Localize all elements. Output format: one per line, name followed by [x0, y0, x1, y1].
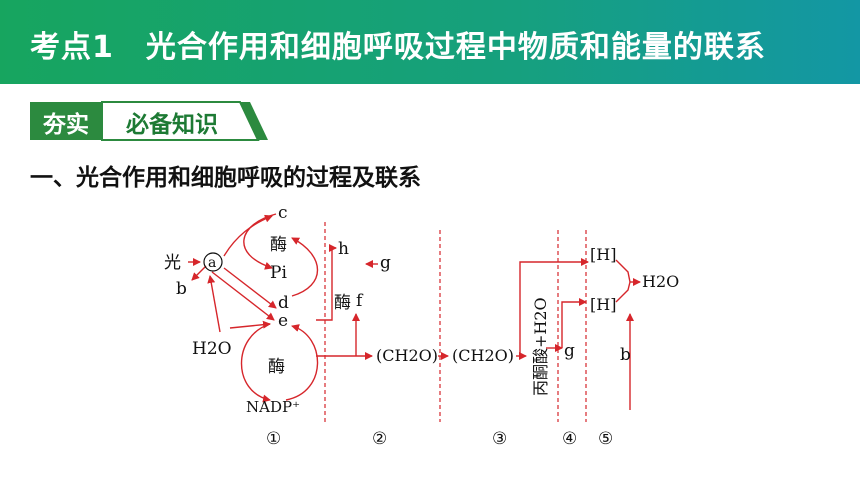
light-label: 光: [164, 253, 181, 273]
stage-2: ②: [372, 429, 387, 449]
arrow-pi-cycle-right: [291, 237, 318, 297]
label-b2: b: [620, 345, 631, 365]
h2o-left: H2O: [192, 339, 232, 359]
stage-3: ③: [492, 429, 507, 449]
h2o-out: H2O: [642, 272, 679, 291]
section-heading: 一、光合作用和细胞呼吸的过程及联系: [30, 165, 421, 191]
arrow-nadp-cycle-left: [240, 323, 271, 403]
label-a: a: [208, 255, 216, 271]
ch2o-2: (CH2O): [452, 346, 514, 365]
arrow-to-H1: [519, 258, 589, 356]
stage-5: ⑤: [598, 429, 613, 449]
arrow-a-to-c: [223, 214, 273, 257]
arrow-pi-cycle-left: [243, 213, 277, 270]
enzyme-3: 酶: [334, 293, 351, 313]
label-h: h: [338, 239, 349, 259]
arrow-nadp-cycle-right: [285, 324, 319, 401]
arrow-a-to-e: [211, 271, 275, 321]
section-badge: 夯实 必备知识: [30, 101, 268, 141]
label-b: b: [176, 279, 187, 299]
badge-right: 必备知识: [126, 111, 218, 138]
ch2o-1: (CH2O): [376, 346, 438, 365]
arrow-H1-join: [615, 259, 631, 283]
label-f: f: [356, 291, 364, 311]
title-main: 光合作用和细胞呼吸过程中物质和能量的联系: [145, 30, 766, 65]
badge-left: 夯实: [42, 111, 89, 138]
title-bar: 考点1 光合作用和细胞呼吸过程中物质和能量的联系: [0, 0, 860, 84]
stage-4: ④: [562, 429, 577, 449]
nadp-label: NADP⁺: [246, 398, 300, 416]
page-title: 考点1 光合作用和细胞呼吸过程中物质和能量的联系: [30, 22, 766, 66]
label-c: c: [278, 203, 288, 223]
stage-1: ①: [266, 429, 281, 449]
pyruvate-label: 丙酮酸+H2O: [531, 297, 550, 396]
H-label-1: [H]: [590, 245, 616, 264]
arrow-a-to-b: [191, 265, 207, 281]
title-prefix: 考点1: [30, 30, 114, 65]
label-d: d: [278, 293, 289, 313]
a-circle: [203, 252, 223, 272]
H-label-2: [H]: [590, 295, 616, 314]
arrow-a-to-d: [223, 267, 277, 309]
arrow-H2-join: [615, 281, 631, 303]
label-e: e: [278, 311, 288, 331]
label-g2: g: [564, 341, 575, 361]
arrow-to-H2: [561, 298, 587, 348]
arrow-h2o-to-e: [229, 320, 271, 329]
arrow-h2o-to-a: [207, 275, 221, 333]
enzyme-2: 酶: [268, 357, 285, 377]
photosynthesis-respiration-diagram: 光 a b c 酶 Pi d e H2O 酶 NADP⁺ h g 酶 f (CH…: [164, 203, 679, 449]
arrow-to-h: [316, 244, 337, 321]
enzyme-1: 酶: [270, 235, 287, 255]
pi-label: Pi: [270, 263, 287, 283]
label-g: g: [380, 253, 391, 273]
